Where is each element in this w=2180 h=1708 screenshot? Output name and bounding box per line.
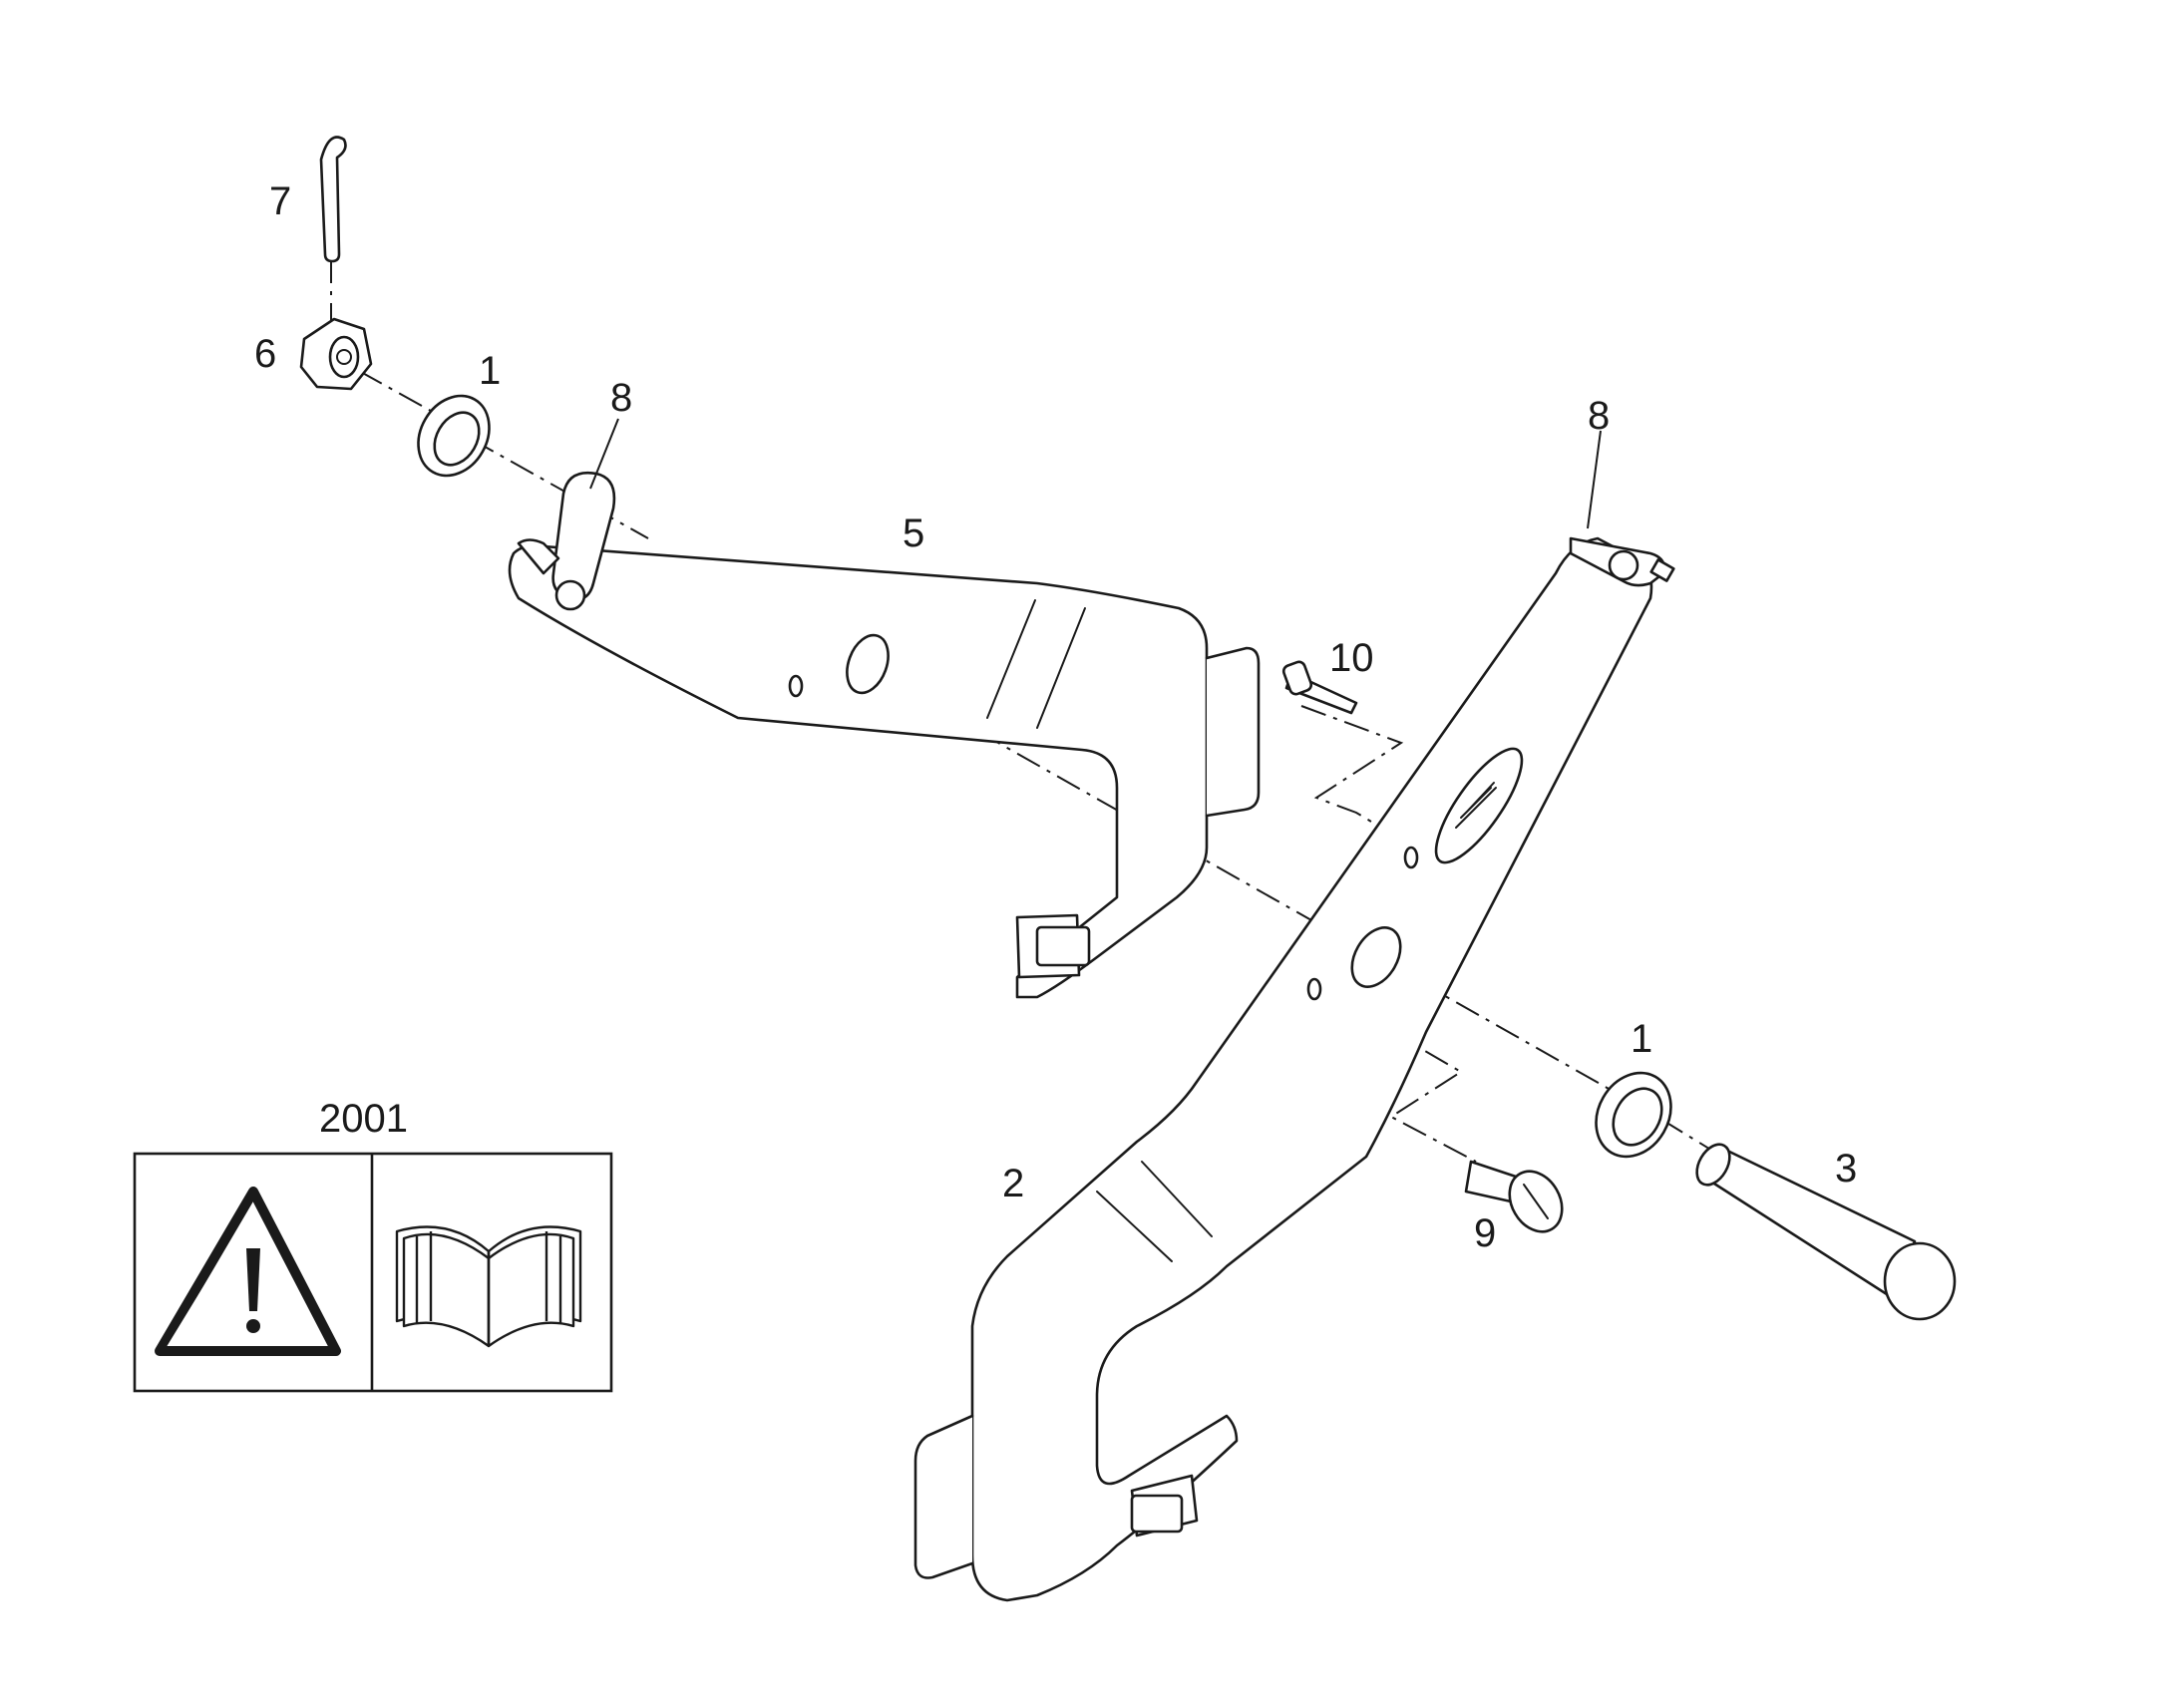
- part-5-upper-fork-arm: [508, 471, 1261, 999]
- part-1-washer-bottom: [1595, 1071, 1672, 1159]
- part-2-lower-fork-arm: [913, 536, 1675, 1602]
- callout-3: 3: [1835, 1147, 1857, 1191]
- decal-2001: [133, 1152, 613, 1393]
- callout-7: 7: [269, 179, 291, 223]
- open-book-icon: [395, 1225, 582, 1348]
- callout-8-right: 8: [1588, 394, 1610, 438]
- part-9-grease-fitting: [1464, 1160, 1564, 1233]
- callout-9: 9: [1474, 1211, 1496, 1255]
- callout-2: 2: [1002, 1162, 1024, 1205]
- callout-5: 5: [903, 512, 924, 555]
- callout-1-bottom: 1: [1631, 1017, 1652, 1061]
- part-1-washer-top: [417, 394, 491, 478]
- part-10-bolt: [1281, 660, 1358, 715]
- part-7-cotter-pin: [319, 136, 347, 263]
- part-6-castle-nut: [299, 317, 373, 391]
- callout-2001: 2001: [319, 1097, 408, 1141]
- part-3-pin: [1695, 1143, 1957, 1321]
- warning-triangle-icon: [155, 1187, 341, 1356]
- callout-8-left: 8: [610, 376, 632, 420]
- callouts: 7 6 1 8 5 8 10 1 3 2 9 2001: [254, 179, 1857, 1255]
- callout-10: 10: [1329, 636, 1374, 680]
- callout-1-top: 1: [479, 349, 501, 393]
- leader-lines: [589, 418, 1602, 529]
- callout-6: 6: [254, 332, 276, 376]
